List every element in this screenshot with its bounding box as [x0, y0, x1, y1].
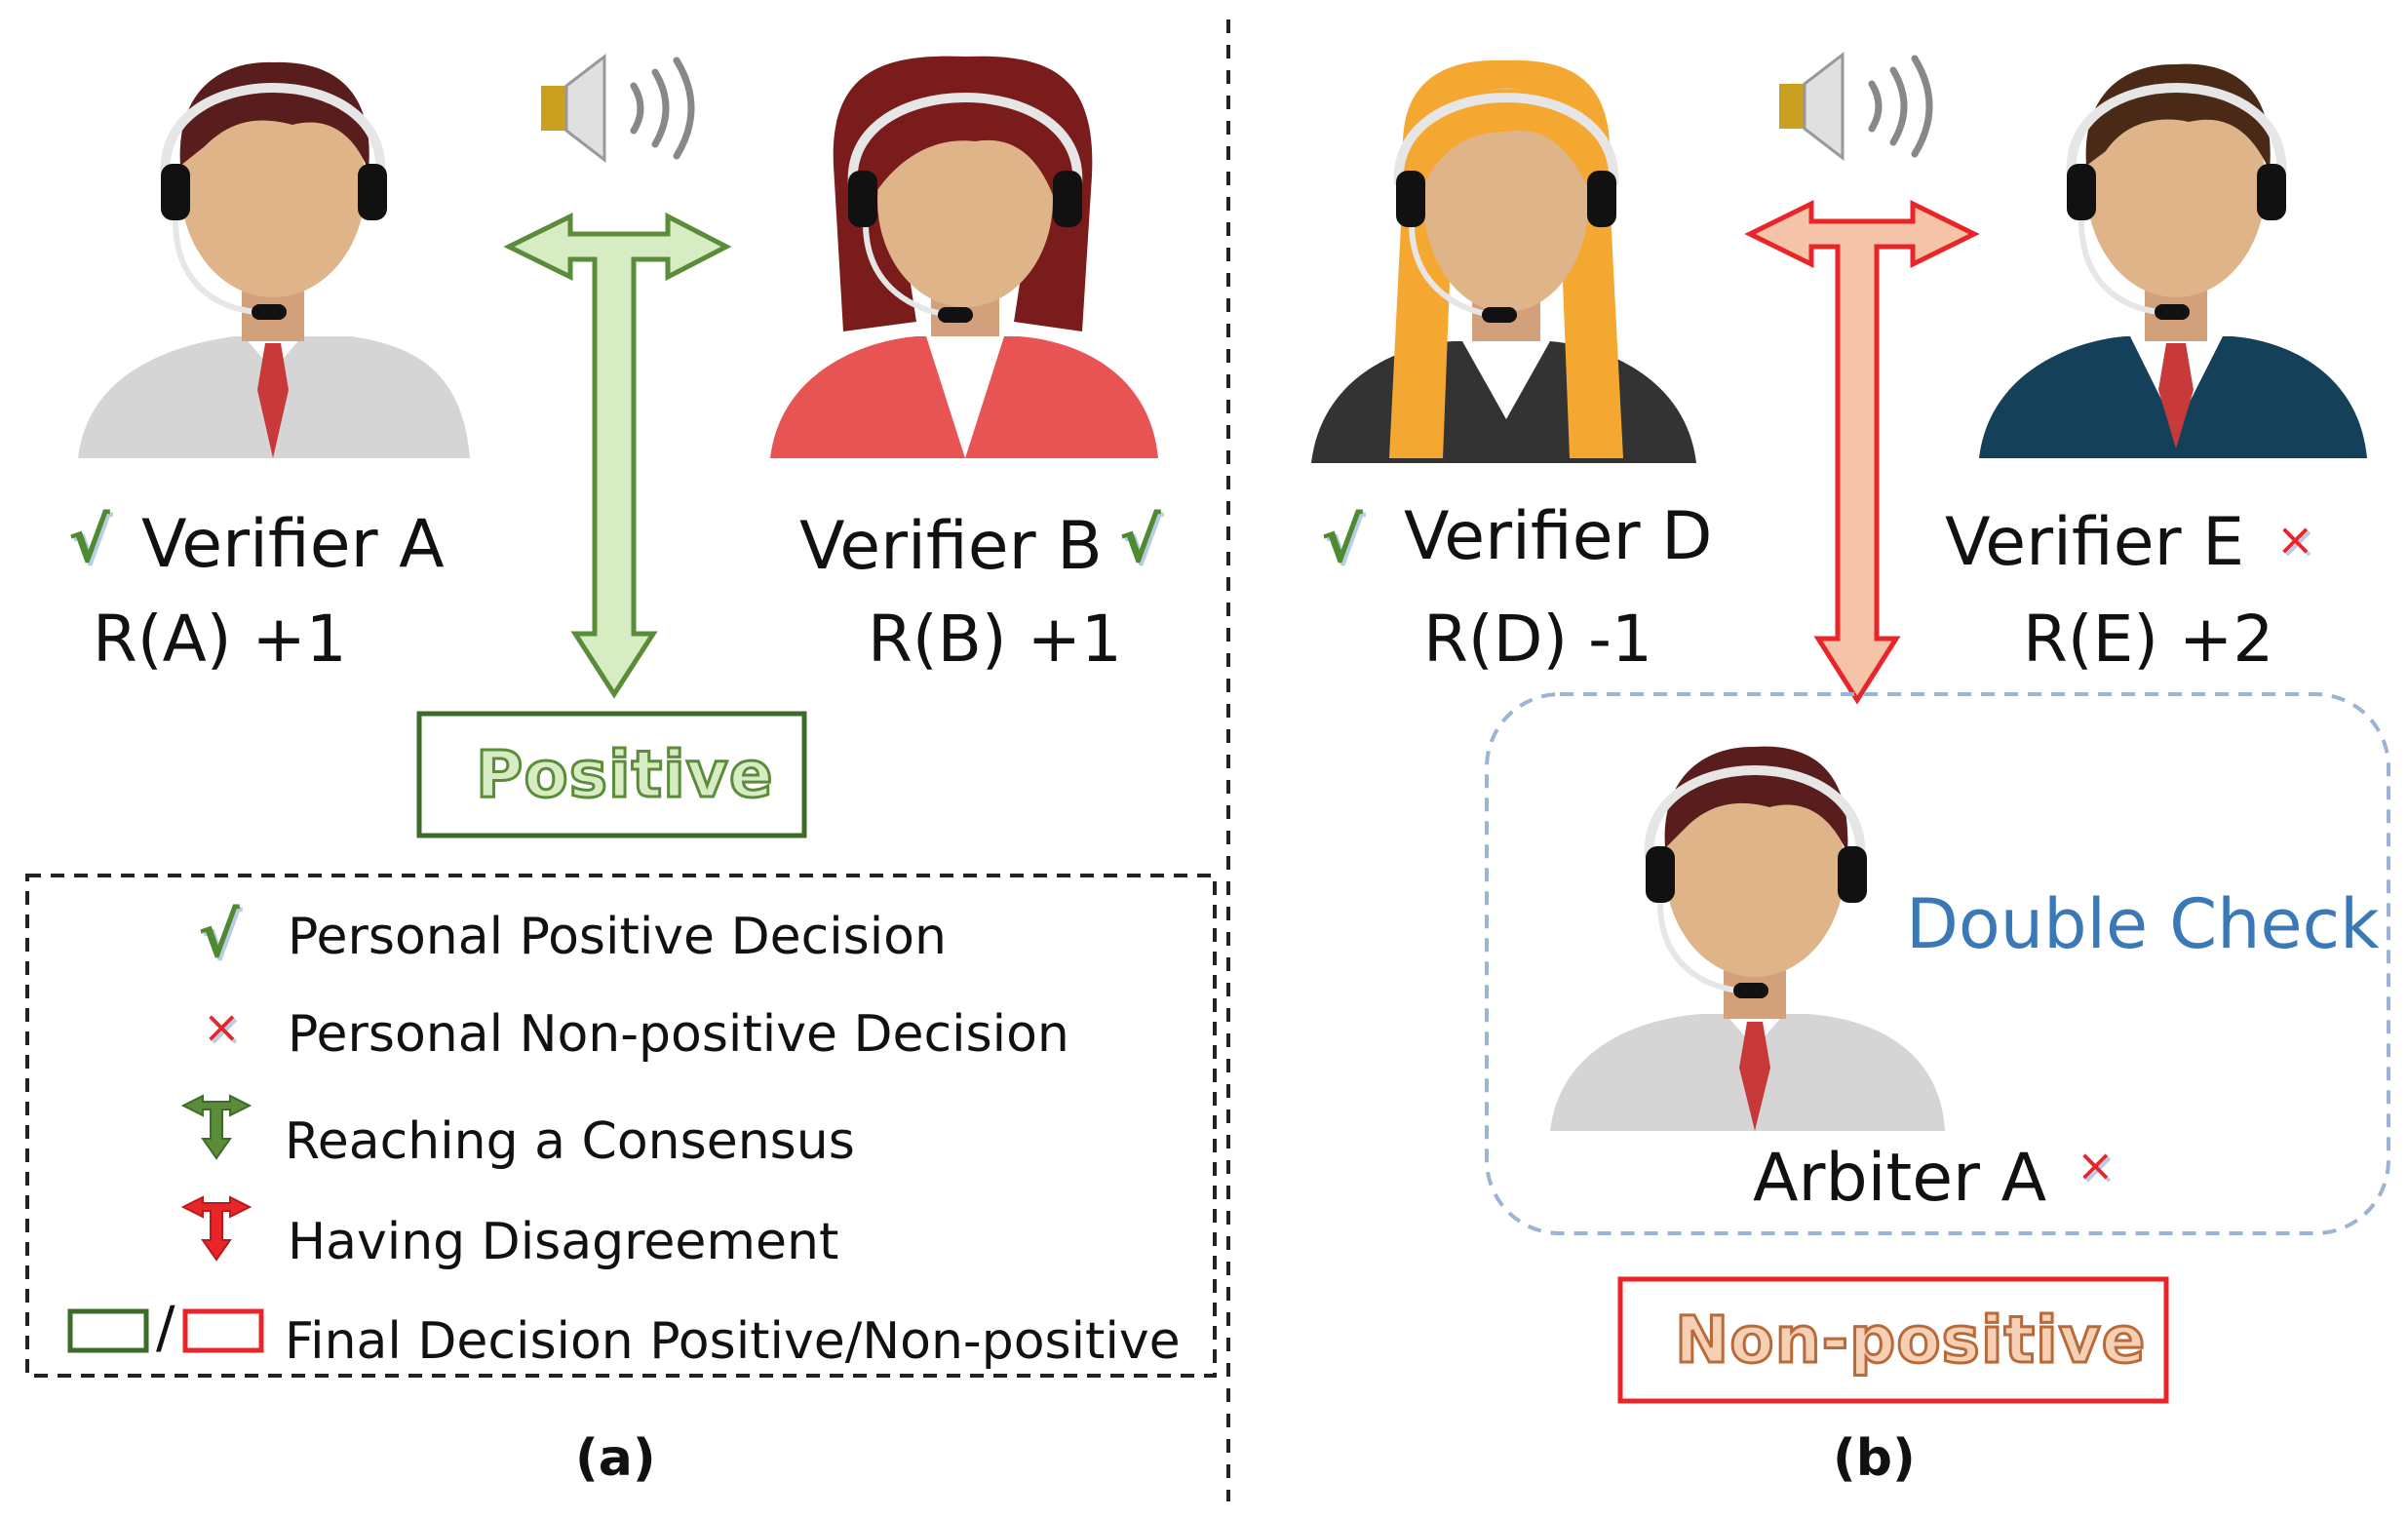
legend-label-non-positive-decision: Personal Non-positive Decision — [288, 1005, 1069, 1064]
final-positive-box — [416, 711, 807, 838]
verifier-e-non-positive-mark: × — [2276, 513, 2314, 565]
arbiter-a-name: Arbiter A — [1753, 1140, 2047, 1217]
verifier-a-score: R(A) +1 — [93, 602, 347, 677]
legend-non-positive-mark: × — [203, 1000, 241, 1053]
verifier-b-name: Verifier B — [799, 508, 1103, 585]
speaker-icon — [541, 53, 695, 164]
final-non-positive-box — [1617, 1276, 2169, 1404]
arbiter-a-avatar — [1550, 746, 1945, 1131]
legend-positive-box-icon — [67, 1308, 149, 1353]
verifier-d-avatar — [1311, 59, 1696, 463]
legend-label-disagreement: Having Disagreement — [288, 1213, 839, 1271]
double-check-label: Double Check — [1906, 884, 2380, 964]
double-check-region — [1485, 692, 2390, 1235]
legend-box — [25, 874, 1217, 1378]
legend-disagreement-icon — [180, 1195, 252, 1262]
caption-b: (b) — [1833, 1429, 1916, 1488]
legend-label-consensus: Reaching a Consensus — [285, 1112, 855, 1171]
verifier-a-positive-mark: √ — [68, 505, 110, 577]
disagreement-arrow — [1744, 199, 1980, 705]
legend-consensus-icon — [180, 1094, 252, 1160]
legend-label-positive-decision: Personal Positive Decision — [288, 908, 947, 966]
consensus-arrow — [503, 212, 732, 699]
arbiter-a-non-positive-mark: × — [2077, 1139, 2115, 1191]
verifier-d-positive-mark: √ — [1321, 505, 1363, 577]
verifier-e-name: Verifier E — [1945, 504, 2245, 581]
legend-positive-mark: √ — [198, 900, 240, 972]
final-non-positive-label: Non-positive — [1673, 1303, 2147, 1378]
final-positive-label: Positive — [475, 737, 775, 812]
verifier-b-score: R(B) +1 — [868, 602, 1122, 677]
caption-a: (a) — [575, 1429, 656, 1488]
verifier-d-score: R(D) -1 — [1423, 602, 1652, 677]
legend-label-final-decision: Final Decision Positive/Non-positive — [285, 1312, 1181, 1371]
verifier-d-name: Verifier D — [1404, 498, 1713, 575]
legend-box-separator: / — [156, 1294, 175, 1360]
verifier-e-avatar — [1979, 63, 2367, 458]
verifier-a-name: Verifier A — [141, 506, 445, 583]
verifier-b-positive-mark: √ — [1119, 505, 1161, 577]
verifier-b-avatar — [770, 56, 1158, 458]
speaker-icon — [1779, 51, 1933, 162]
legend-non-positive-box-icon — [182, 1308, 264, 1353]
verifier-e-score: R(E) +2 — [2023, 602, 2274, 677]
verifier-a-avatar — [78, 61, 470, 458]
